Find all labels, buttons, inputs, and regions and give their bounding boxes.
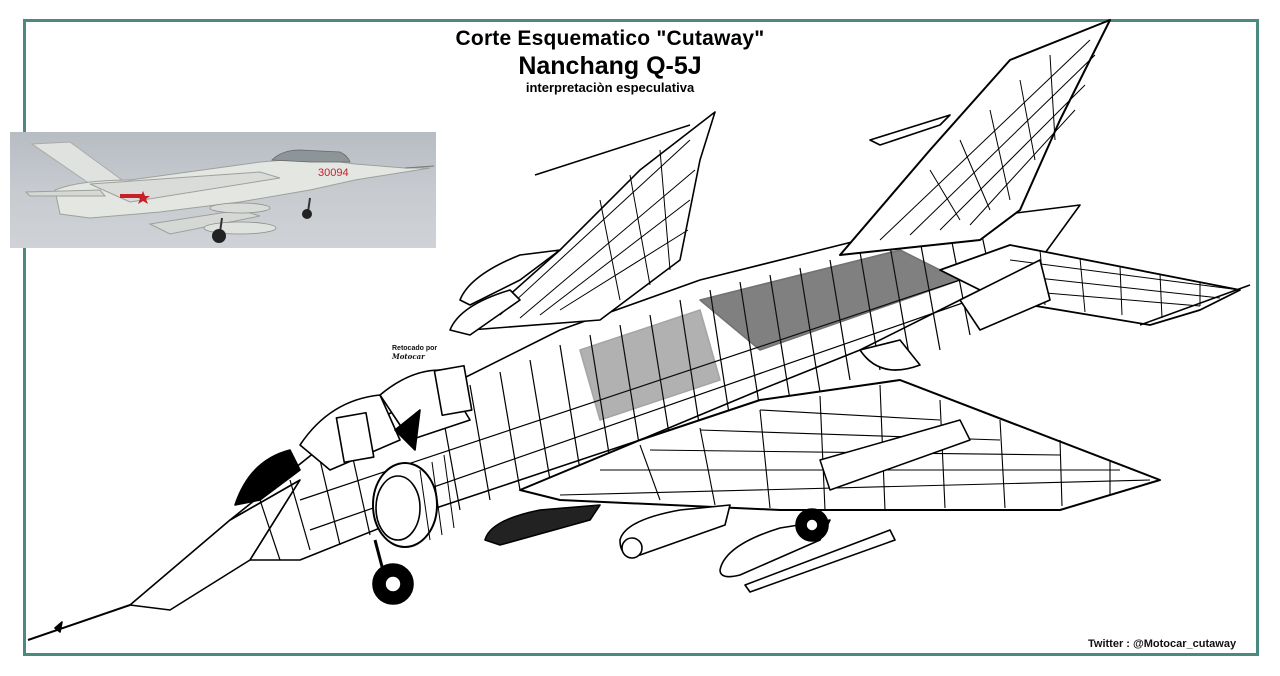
- retouch-signature: Motocar: [392, 352, 425, 361]
- retouch-credit: Retocado por Motocar: [392, 345, 437, 361]
- aircraft-name: Nanchang Q-5J: [518, 52, 702, 80]
- title-block: Corte Esquematico "Cutaway" Nanchang Q-5…: [420, 26, 800, 96]
- aircraft-photo-icon: 30094: [24, 141, 435, 243]
- retouch-label: Retocado por: [392, 345, 438, 352]
- twitter-label: Twitter :: [1088, 638, 1130, 650]
- title-heading: Corte Esquematico "Cutaway": [455, 27, 765, 50]
- twitter-handle[interactable]: @Motocar_cutaway: [1133, 638, 1237, 650]
- teal-frame-border: [23, 19, 1259, 656]
- twitter-credit: Twitter : @Motocar_cutaway: [1088, 638, 1236, 650]
- reference-photo: 30094: [10, 132, 436, 248]
- subtitle: interpretaciòn especulativa: [525, 80, 695, 95]
- svg-text:30094: 30094: [318, 167, 349, 179]
